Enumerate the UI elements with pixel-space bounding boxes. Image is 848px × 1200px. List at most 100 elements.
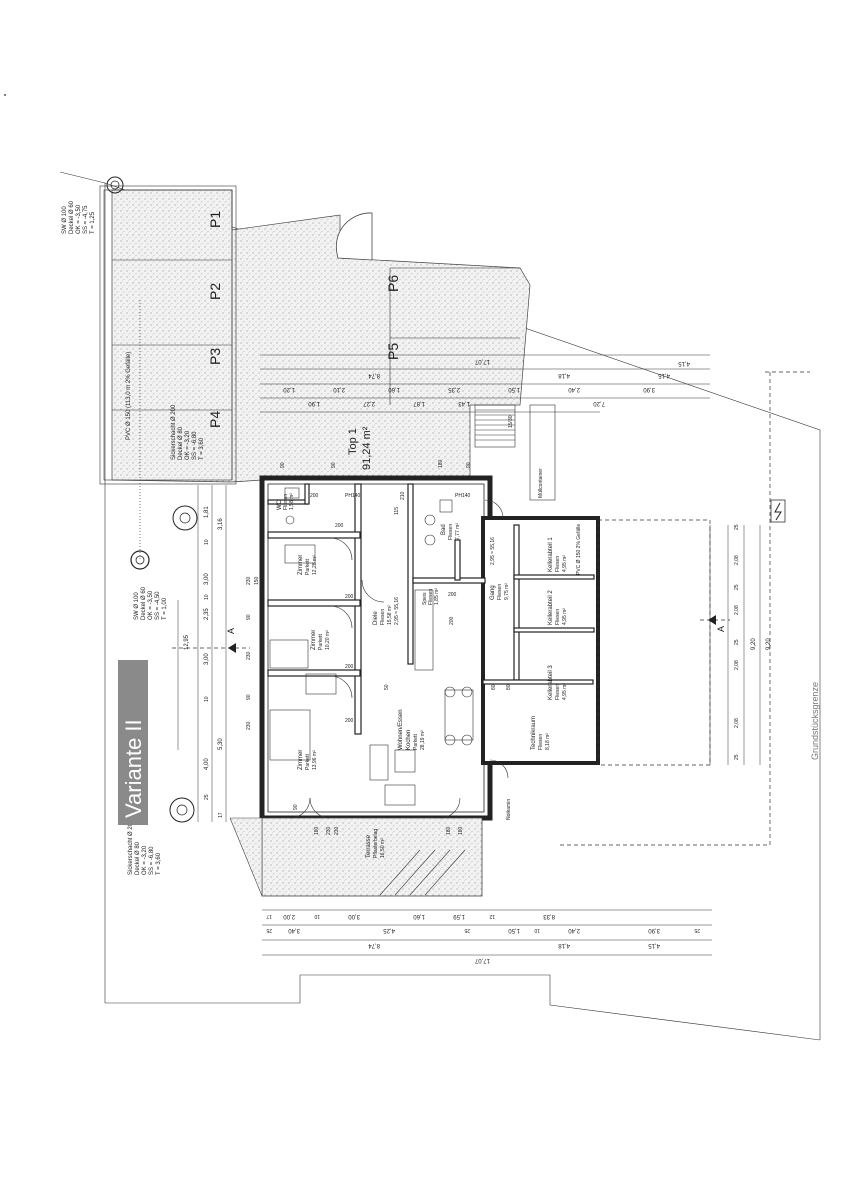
svg-text:T = 3,60: T = 3,60 <box>156 852 162 875</box>
svg-text:180: 180 <box>446 826 452 835</box>
svg-text:50: 50 <box>384 684 390 690</box>
svg-text:A: A <box>716 626 726 632</box>
svg-text:SS = -4,50: SS = -4,50 <box>155 591 161 620</box>
svg-text:115: 115 <box>394 507 400 515</box>
svg-text:13,96 m²: 13,96 m² <box>312 750 318 770</box>
svg-text:T = 1,00: T = 1,00 <box>162 597 168 620</box>
room-name: Terrasse <box>366 834 372 858</box>
svg-text:PH140: PH140 <box>345 493 361 499</box>
svg-text:OK = -3,50: OK = -3,50 <box>76 204 82 234</box>
svg-text:1,50: 1,50 <box>508 386 520 392</box>
svg-text:2,08: 2,08 <box>734 605 740 615</box>
svg-text:Fliesen: Fliesen <box>380 609 386 625</box>
room-name: Technikraum <box>531 716 537 750</box>
svg-text:2,00: 2,00 <box>283 913 295 919</box>
svg-text:1,43: 1,43 <box>458 400 470 406</box>
svg-text:80: 80 <box>491 684 497 690</box>
svg-text:25: 25 <box>464 927 470 933</box>
svg-text:25: 25 <box>734 639 740 645</box>
svg-text:2,27: 2,27 <box>363 400 375 406</box>
svg-text:200: 200 <box>449 616 455 625</box>
svg-text:200: 200 <box>345 718 354 724</box>
property-line <box>560 371 810 846</box>
svg-text:80: 80 <box>506 684 512 690</box>
right-dimensions: 2,08 2,08 2,08 2,08 25 25 25 25 9,20 9,2… <box>727 524 772 765</box>
svg-text:2,35: 2,35 <box>448 386 460 392</box>
svg-text:230: 230 <box>246 721 252 730</box>
svg-text:4,18: 4,18 <box>558 942 570 948</box>
opening-dims: 90 90 180 90 200 200 200 200 200 200 80 … <box>254 459 512 835</box>
svg-text:OK = -3,50: OK = -3,50 <box>148 590 154 620</box>
room-name: Zimmer <box>298 750 304 770</box>
svg-text:Deckel Ø 60: Deckel Ø 60 <box>69 200 75 234</box>
svg-text:3,90: 3,90 <box>648 927 660 933</box>
svg-text:OK = -3,20: OK = -3,20 <box>185 430 191 460</box>
svg-text:230: 230 <box>326 826 332 835</box>
svg-text:4,18: 4,18 <box>558 372 570 378</box>
room-name: Speis <box>422 592 428 605</box>
svg-text:2,40: 2,40 <box>568 927 580 933</box>
svg-text:2,08: 2,08 <box>734 718 740 728</box>
room-name: WC <box>277 499 283 510</box>
svg-text:1,60: 1,60 <box>413 913 425 919</box>
svg-text:17: 17 <box>266 913 272 919</box>
svg-text:1,20: 1,20 <box>283 386 295 392</box>
parking-label: P5 <box>385 343 401 360</box>
svg-text:28,19 m²: 28,19 m² <box>420 730 426 750</box>
top-dimensions: 17,07 8,74 4,18 4,15 1,20 2,10 1,60 2,35… <box>260 354 710 413</box>
svg-text:25: 25 <box>266 927 272 933</box>
svg-text:Sickerschacht Ø 200: Sickerschacht Ø 200 <box>128 819 134 875</box>
svg-text:25: 25 <box>204 794 210 800</box>
svg-text:Fliesen: Fliesen <box>283 494 289 510</box>
room-name: Kellerabteil 2 <box>548 590 554 625</box>
parking-grid <box>99 185 520 485</box>
top-area: 91,24 m² <box>361 426 373 470</box>
svg-text:3,16: 3,16 <box>218 518 224 530</box>
svg-text:1,87: 1,87 <box>413 400 425 406</box>
svg-text:12,28 m²: 12,28 m² <box>312 555 318 575</box>
svg-text:7,77 m²: 7,77 m² <box>455 523 461 540</box>
svg-text:3,90: 3,90 <box>643 386 655 392</box>
svg-text:4,15: 4,15 <box>658 372 670 378</box>
svg-text:25: 25 <box>734 584 740 590</box>
svg-text:Parkett: Parkett <box>305 754 311 770</box>
svg-text:17: 17 <box>218 812 224 818</box>
parking-label: P3 <box>207 348 223 365</box>
svg-text:17,07: 17,07 <box>474 358 490 364</box>
section-mark-right: A <box>700 615 730 632</box>
svg-text:7,20: 7,20 <box>593 400 605 406</box>
room-name: Wohnen/Essen <box>398 709 404 750</box>
svg-text:10: 10 <box>534 927 540 933</box>
svg-text:Sickerschacht Ø 200: Sickerschacht Ø 200 <box>171 404 177 460</box>
room-name: Kellerabteil 3 <box>548 665 554 700</box>
svg-text:8,33: 8,33 <box>543 913 555 919</box>
svg-text:180: 180 <box>458 826 464 835</box>
svg-text:SS = -6,80: SS = -6,80 <box>192 431 198 460</box>
room-name: Diele <box>373 611 379 625</box>
svg-text:Müllcontainer: Müllcontainer <box>538 468 544 498</box>
svg-text:Fliesen: Fliesen <box>555 556 561 572</box>
interior-walls <box>267 483 595 735</box>
svg-text:10: 10 <box>314 913 320 919</box>
parking-label: P6 <box>385 275 401 292</box>
room-name: Zimmer <box>311 630 317 650</box>
svg-text:15,58 m²: 15,58 m² <box>387 605 393 625</box>
svg-text:200: 200 <box>345 594 354 600</box>
svg-text:Variante II: Variante II <box>121 719 146 818</box>
svg-text:Parkett: Parkett <box>318 634 324 650</box>
svg-text:10: 10 <box>204 594 210 600</box>
svg-text:1,85 m²: 1,85 m² <box>434 588 440 605</box>
svg-text:25: 25 <box>734 524 740 530</box>
svg-text:4,00: 4,00 <box>204 758 210 770</box>
parking-gravel <box>111 189 531 483</box>
electric-icon <box>770 499 786 523</box>
svg-text:2,08: 2,08 <box>734 660 740 670</box>
svg-text:2,40: 2,40 <box>568 386 580 392</box>
svg-text:4,95 m²: 4,95 m² <box>562 608 568 625</box>
svg-text:4,25: 4,25 <box>383 927 395 933</box>
svg-text:200: 200 <box>310 493 319 499</box>
svg-text:SS = -6,80: SS = -6,80 <box>149 846 155 875</box>
notkamin-label: Notkamin <box>506 799 512 820</box>
room-name: Zimmer <box>298 555 304 575</box>
